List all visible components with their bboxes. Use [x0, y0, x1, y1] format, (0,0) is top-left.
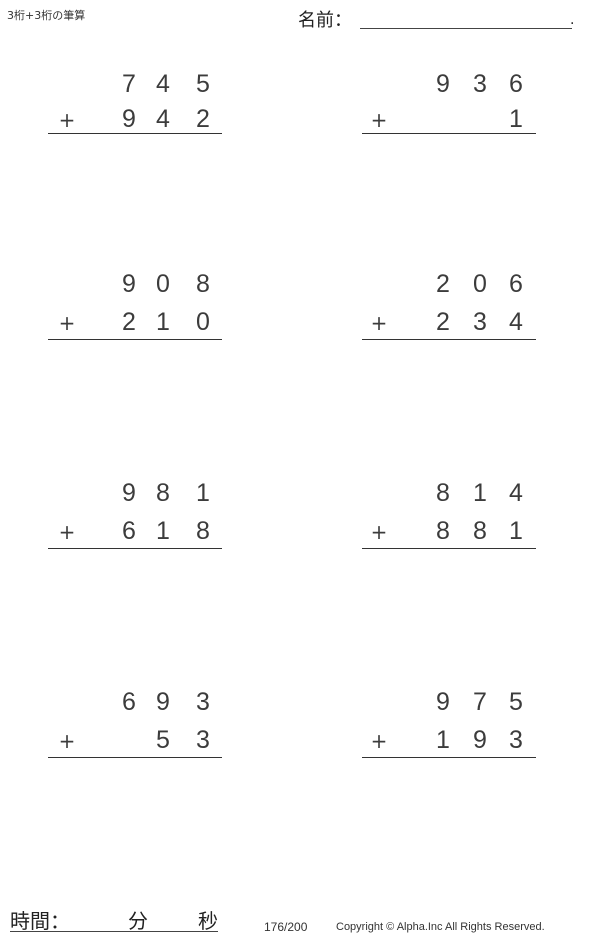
top-ones: 5	[196, 70, 210, 98]
top-hundreds: 9	[122, 479, 136, 507]
top-tens: 0	[156, 270, 170, 298]
plus-sign: +	[370, 520, 388, 544]
top-ones: 8	[196, 270, 210, 298]
bottom-tens: 4	[156, 105, 170, 133]
bottom-tens: 5	[156, 726, 170, 754]
bottom-ones: 8	[196, 517, 210, 545]
plus-sign: +	[58, 311, 76, 335]
plus-sign: +	[58, 108, 76, 132]
bottom-hundreds: 8	[436, 517, 450, 545]
top-hundreds: 2	[436, 270, 450, 298]
plus-sign: +	[58, 729, 76, 753]
bottom-ones: 1	[509, 517, 523, 545]
sum-line	[362, 133, 536, 134]
bottom-hundreds: 1	[436, 726, 450, 754]
copyright-notice: Copyright © Alpha.Inc All Rights Reserve…	[336, 921, 545, 933]
sum-line	[362, 339, 536, 340]
sum-line	[48, 548, 222, 549]
bottom-ones: 0	[196, 308, 210, 336]
top-tens: 9	[156, 688, 170, 716]
plus-sign: +	[58, 520, 76, 544]
addition-problem-5: 9 8 1 + 6 1 8	[48, 479, 228, 559]
top-ones: 4	[509, 479, 523, 507]
top-ones: 6	[509, 70, 523, 98]
name-field: 名前： .	[298, 6, 588, 31]
bottom-tens: 9	[473, 726, 487, 754]
bottom-hundreds: 2	[436, 308, 450, 336]
name-label: 名前：	[298, 10, 352, 31]
sum-line	[48, 757, 222, 758]
bottom-tens: 1	[156, 517, 170, 545]
addition-problem-2: 9 3 6 + 1	[362, 70, 542, 150]
addition-problem-6: 8 1 4 + 8 8 1	[362, 479, 542, 559]
top-ones: 1	[196, 479, 210, 507]
bottom-ones: 3	[196, 726, 210, 754]
bottom-ones: 4	[509, 308, 523, 336]
bottom-hundreds: 2	[122, 308, 136, 336]
seconds-label: 秒	[198, 909, 218, 933]
top-tens: 3	[473, 70, 487, 98]
addition-problem-1: 7 4 5 + 9 4 2	[48, 70, 228, 150]
plus-sign: +	[370, 729, 388, 753]
top-tens: 4	[156, 70, 170, 98]
sum-line	[48, 339, 222, 340]
plus-sign: +	[370, 311, 388, 335]
bottom-ones: 3	[509, 726, 523, 754]
top-hundreds: 8	[436, 479, 450, 507]
bottom-tens: 8	[473, 517, 487, 545]
minutes-label: 分	[128, 909, 148, 933]
top-ones: 3	[196, 688, 210, 716]
addition-problem-7: 6 9 3 + 5 3	[48, 688, 228, 768]
name-input-line[interactable]	[360, 28, 572, 29]
top-ones: 5	[509, 688, 523, 716]
sum-line	[362, 757, 536, 758]
time-field: 時間： 分 秒	[10, 905, 220, 933]
top-ones: 6	[509, 270, 523, 298]
addition-problem-8: 9 7 5 + 1 9 3	[362, 688, 542, 768]
name-end-mark: .	[570, 12, 575, 28]
sum-line	[362, 548, 536, 549]
bottom-tens: 1	[156, 308, 170, 336]
top-hundreds: 9	[436, 688, 450, 716]
top-tens: 0	[473, 270, 487, 298]
time-underline	[10, 931, 218, 932]
top-hundreds: 9	[436, 70, 450, 98]
bottom-hundreds: 9	[122, 105, 136, 133]
addition-problem-4: 2 0 6 + 2 3 4	[362, 270, 542, 350]
page-number: 176/200	[264, 920, 308, 934]
top-tens: 1	[473, 479, 487, 507]
top-tens: 7	[473, 688, 487, 716]
top-hundreds: 9	[122, 270, 136, 298]
top-hundreds: 7	[122, 70, 136, 98]
addition-problem-3: 9 0 8 + 2 1 0	[48, 270, 228, 350]
sum-line	[48, 133, 222, 134]
bottom-hundreds: 6	[122, 517, 136, 545]
plus-sign: +	[370, 108, 388, 132]
worksheet-title: 3桁+3桁の筆算	[7, 9, 86, 22]
bottom-tens: 3	[473, 308, 487, 336]
bottom-ones: 2	[196, 105, 210, 133]
time-label: 時間：	[10, 909, 70, 933]
bottom-ones: 1	[509, 105, 523, 133]
top-tens: 8	[156, 479, 170, 507]
top-hundreds: 6	[122, 688, 136, 716]
